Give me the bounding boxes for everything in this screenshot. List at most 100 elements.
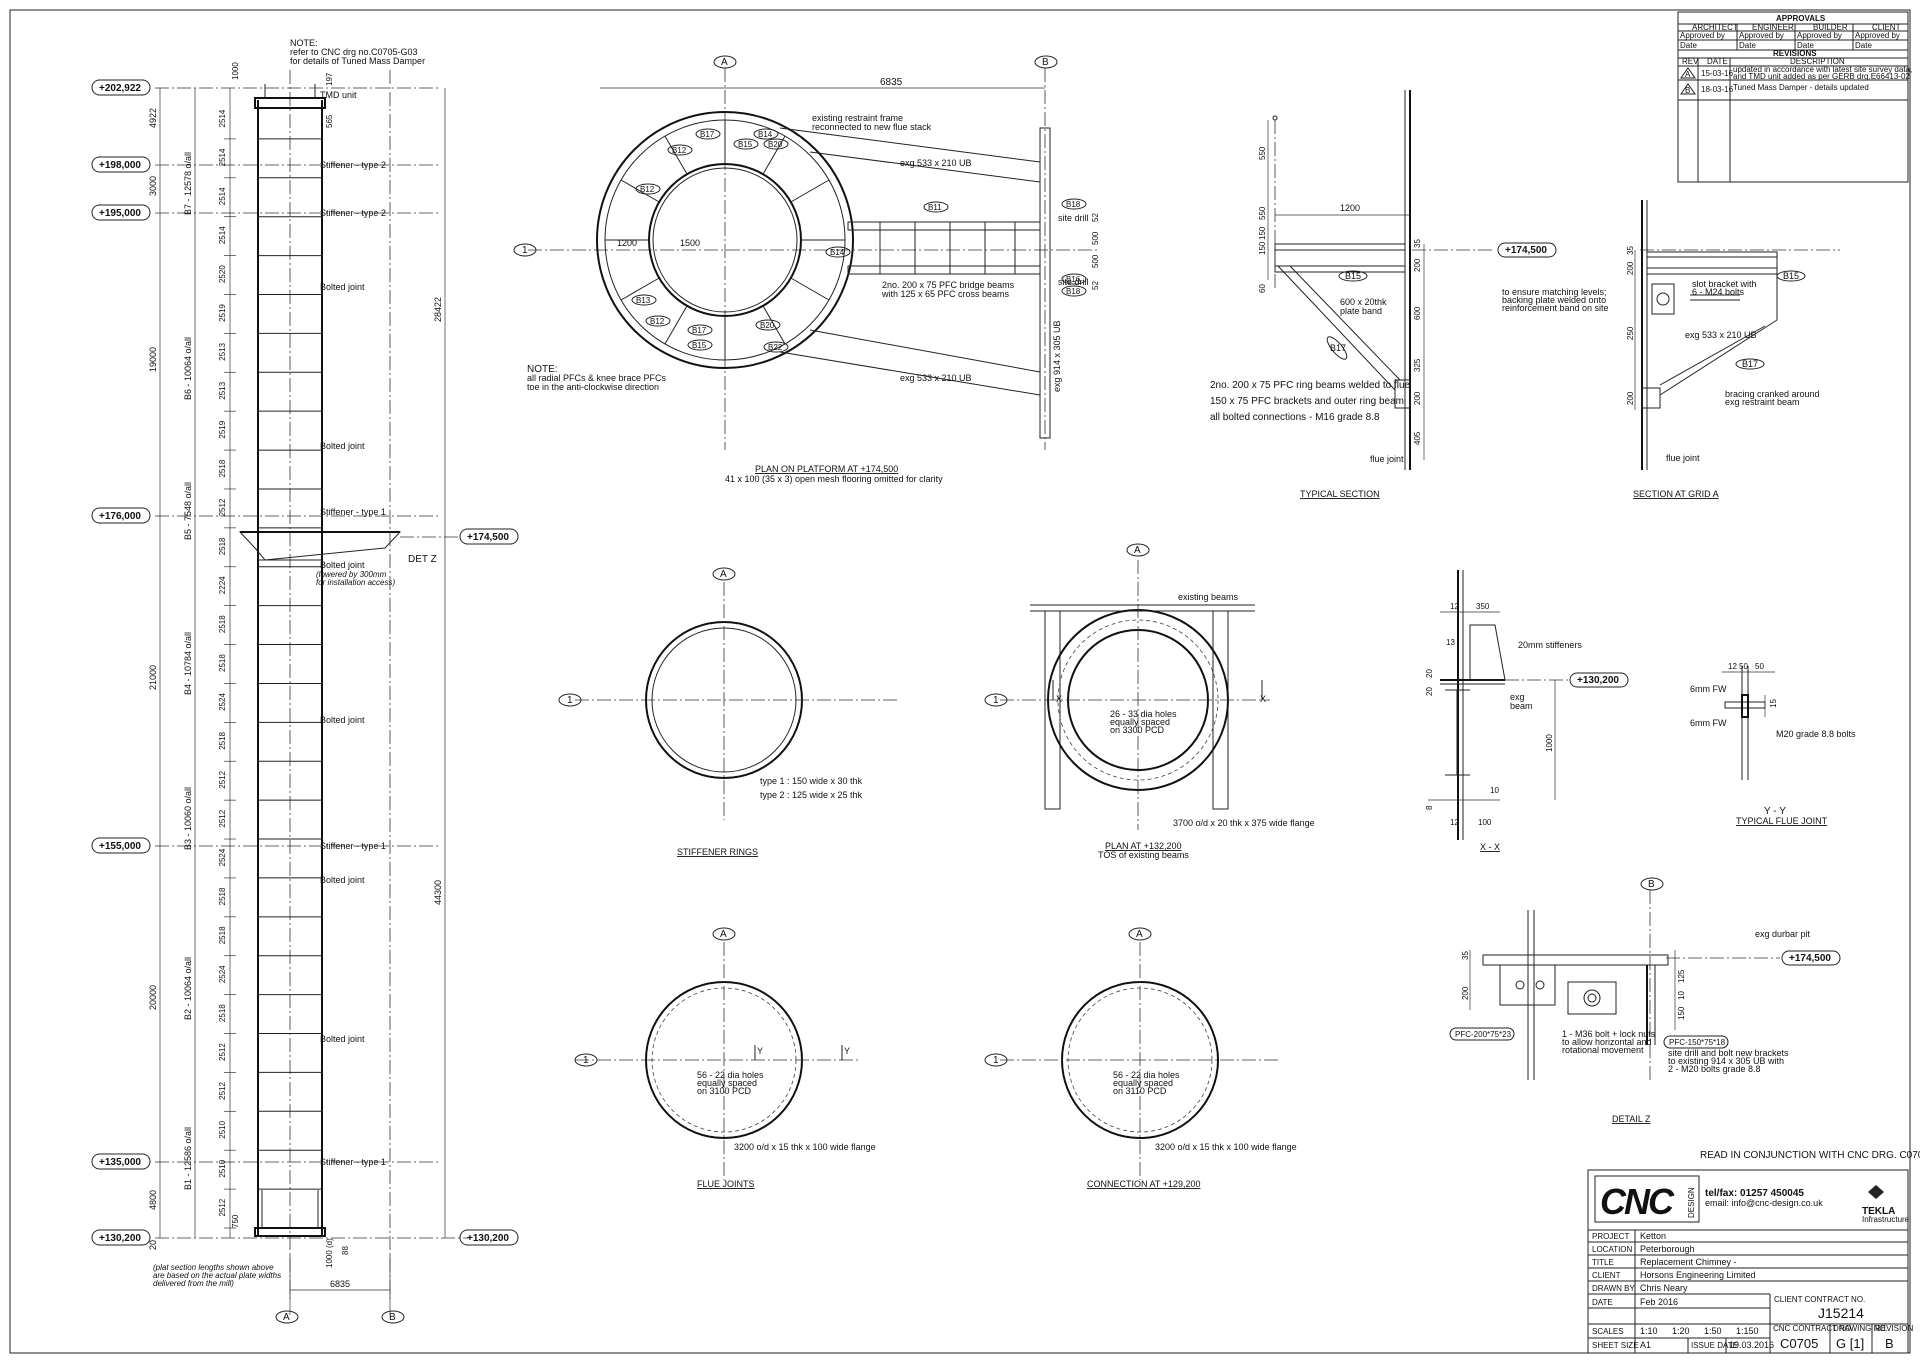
bolt-note: rotational movement — [1562, 1045, 1644, 1055]
tb-key: CLIENT CONTRACT NO. — [1774, 1295, 1865, 1304]
level-label: +176,000 — [99, 511, 141, 522]
beam-label: exg 533 x 210 UB — [900, 158, 972, 168]
member-tag-bubble — [687, 324, 713, 336]
approval-row: Approved by — [1855, 31, 1900, 40]
joint-label: Bolted joint — [320, 282, 365, 292]
approval-col: ENGINEER — [1752, 23, 1794, 32]
member-tag: B13 — [636, 296, 651, 305]
tb-sheet: A1 — [1640, 1340, 1651, 1350]
joint-label: Bolted joint — [320, 560, 365, 570]
level-label: +202,922 — [99, 83, 141, 94]
tb-key: LOCATION — [1592, 1245, 1633, 1254]
member-tag-bubble — [733, 138, 759, 150]
holes-note: on 3300 PCD — [1110, 725, 1165, 735]
tag-bubble — [1338, 270, 1368, 282]
level-bubble — [91, 1229, 151, 1246]
tb-key: PROJECT — [1592, 1232, 1629, 1241]
view-title: PLAN ON PLATFORM AT +174,500 — [755, 464, 898, 474]
ts-dim: 550 — [1258, 146, 1267, 160]
level-bubble — [91, 156, 151, 173]
xx-dim: 20 — [1425, 669, 1434, 678]
grid-bubble-a — [712, 927, 736, 941]
holes-note: equally spaced — [1110, 717, 1170, 727]
xx-dim: 20 — [1425, 687, 1434, 696]
joint-label: Bolted joint — [320, 875, 365, 885]
joint-note: for installation access) — [316, 578, 395, 587]
segment-dim: 2514 — [218, 148, 227, 166]
ga-dim: 200 — [1626, 261, 1635, 275]
ts-dim: 550 — [1258, 206, 1267, 220]
member-tag-bubble — [695, 128, 721, 140]
stiff-label: 20mm stiffeners — [1518, 640, 1582, 650]
grid-label: A — [720, 929, 727, 940]
dim-21000: 21000 — [148, 665, 158, 690]
ga-dim: 200 — [1626, 391, 1635, 405]
ts-dim: 35 — [1413, 239, 1422, 248]
member-tag: B11 — [928, 203, 942, 212]
column-note-head: NOTE: — [290, 38, 318, 48]
revision-triangle — [1680, 83, 1696, 95]
grid-bubble-1 — [984, 1053, 1008, 1067]
plan-note-line: all radial PFCs & knee brace PFCs — [527, 373, 667, 383]
cnc-logo: CNC — [1600, 1181, 1675, 1222]
grid-label: 1 — [993, 1055, 999, 1066]
stiffener-label: Stiffener - type 1 — [320, 841, 386, 851]
member-tag-bubble — [645, 315, 671, 327]
grid-bubble-1 — [984, 693, 1008, 707]
rev-col: DESCRIPTION — [1790, 57, 1845, 66]
tb-key: DATE — [1592, 1298, 1613, 1307]
section-y: Y — [757, 1046, 763, 1056]
level-label: +174,500 — [467, 532, 509, 543]
member-tag: B16 — [1066, 275, 1081, 284]
ts-dim: 60 — [1258, 284, 1267, 293]
tb-value: Horsons Engineering Limited — [1640, 1270, 1756, 1280]
member-tag-bubble — [631, 294, 657, 306]
dim-6835: 6835 — [330, 1279, 350, 1289]
joint-note: (lowered by 300mm — [316, 570, 387, 579]
dim-1000: 1000 — [231, 62, 240, 80]
dim-4800: 4800 — [148, 1190, 158, 1210]
segment-dim: 2513 — [218, 342, 227, 360]
dz-dim: 35 — [1461, 951, 1470, 960]
member-tag: B12 — [672, 146, 687, 155]
grid-bubble-a — [1126, 543, 1150, 557]
holes-note: 26 - 33 dia holes — [1110, 709, 1177, 719]
level-label: +130,200 — [1577, 675, 1619, 686]
column-note-line: refer to CNC drg no.C0705-G03 — [290, 47, 418, 57]
ts-dim: 150 — [1258, 226, 1267, 240]
tb-value: Chris Neary — [1640, 1283, 1688, 1293]
band-label: 600 x 20thk — [1340, 297, 1387, 307]
member-tag-bubble — [667, 144, 693, 156]
cnc-logo-sub: DESIGN — [1687, 1187, 1696, 1218]
member-tag: B12 — [640, 185, 655, 194]
tb-scale: 1:150 — [1736, 1326, 1759, 1336]
view-title: STIFFENER RINGS — [677, 847, 758, 857]
tag-bubble — [1326, 336, 1348, 360]
level-label: +198,000 — [99, 160, 141, 171]
plan-dim: 1200 — [617, 238, 637, 248]
segment-dim: 2518 — [218, 615, 227, 633]
tag-label: PFC-200*75*23 — [1455, 1030, 1512, 1039]
slot-note: 6 - M24 bolts — [1692, 287, 1745, 297]
level-label: +135,000 — [99, 1157, 141, 1168]
xx-dim: 10 — [1490, 786, 1499, 795]
segment-dim: 2512 — [218, 770, 227, 788]
grid-bubble-a — [713, 55, 737, 69]
ts-dim: 200 — [1413, 258, 1422, 272]
approval-row: Approved by — [1739, 31, 1784, 40]
det-z-ref: DET Z — [408, 554, 437, 565]
rev-letter: B — [1685, 86, 1690, 95]
tb-key: DRAWING NO. — [1833, 1324, 1888, 1333]
site-note: 2 - M20 bolts grade 8.8 — [1668, 1064, 1761, 1074]
grid-bubble-b — [381, 1310, 405, 1324]
site-note: site drill and bolt new brackets — [1668, 1048, 1789, 1058]
member-tag: B18 — [1066, 200, 1081, 209]
segment-dim: 2514 — [218, 109, 227, 127]
view-subtitle: 41 x 100 (35 x 3) open mesh flooring omi… — [725, 474, 943, 484]
member-tag: B14 — [830, 248, 845, 257]
view-title: TYPICAL SECTION — [1300, 489, 1380, 499]
column-note-line: for details of Tuned Mass Damper — [290, 56, 425, 66]
overall-dim: B6 - 10064 o/all — [183, 337, 193, 400]
level-bubble — [1781, 950, 1841, 966]
